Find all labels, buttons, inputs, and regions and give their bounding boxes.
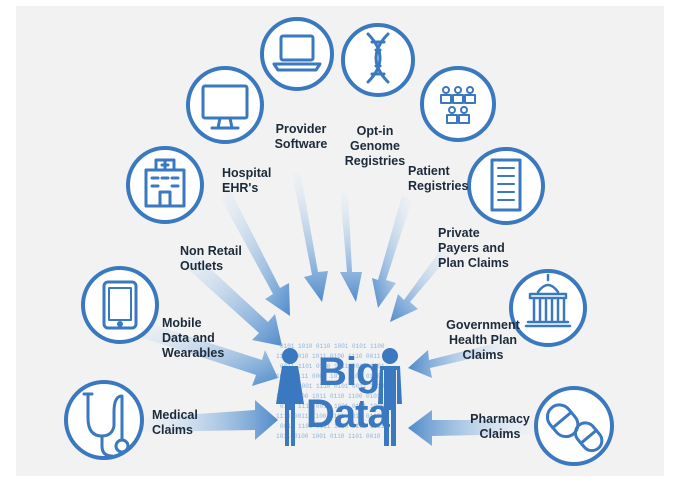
svg-text:1011 0100 1001 0110 1101 0010: 1011 0100 1001 0110 1101 0010 [276,433,381,440]
female-figure-icon [276,348,304,446]
stethoscope-icon [82,392,130,458]
label-pharmacy-claims: Pharmacy Claims [470,412,530,441]
label-private-payers: Private Payers and Plan Claims [438,226,509,270]
circle-genome [341,23,415,97]
dna-icon [366,32,390,84]
circle-medical-claims [64,380,144,460]
svg-text:0010 1101 0111 1010 0100 1011: 0010 1101 0111 1010 0100 1011 [280,423,385,430]
svg-text:1010 0111 0001 1010 1101 0100: 1010 0111 0001 1010 1101 0100 [276,373,381,380]
monitor-icon [201,84,249,130]
circle-private-payers [467,147,545,225]
svg-text:0101 1110 0010 1001 0111 1000: 0101 1110 0010 1001 0111 1000 [280,403,385,410]
label-hospital-ehr: Hospital EHR's [222,166,272,195]
arrow-private-payers [390,248,450,322]
label-government-health: Government Health Plan Claims [446,318,520,362]
circle-provider-software [260,17,334,91]
big-data-title-line2: Data [306,392,390,436]
arrow-medical-claims [140,400,278,440]
pills-icon [545,403,604,453]
binary-background: 0101 1010 0110 1001 0101 1100 1101 0010 … [276,343,385,440]
label-non-retail: Non Retail Outlets [180,244,242,273]
svg-text:0101 1010 0110 1001 0101 1100: 0101 1010 0110 1001 0101 1100 [280,343,385,350]
arrows [140,170,535,446]
big-data-title-line1: Big [318,350,380,394]
svg-text:1101 0010 1011 0100 1110 0011: 1101 0010 1011 0100 1110 0011 [276,353,381,360]
label-mobile-data: Mobile Data and Wearables [162,316,225,360]
circle-mobile-data [81,266,159,344]
patients-group-icon [440,86,476,124]
office-tower-icon [490,158,522,212]
arrow-patient-registries [372,196,412,308]
label-genome-registries: Opt-in Genome Registries [344,124,406,168]
arrow-provider-software [292,170,328,302]
circle-hospital-ehr [186,66,264,144]
capitol-building-icon [524,273,572,328]
arrow-government [408,340,510,378]
arrow-hospital-ehr [220,190,290,316]
hospital-building-icon [144,158,186,208]
arrow-non-retail [180,250,282,346]
svg-text:1110 0011 1100 0101 1010 0110: 1110 0011 1100 0101 1010 0110 [276,413,381,420]
label-patient-registries: Patient Registries [408,164,469,193]
tablet-icon [102,280,138,330]
arrow-mobile-data [140,322,278,386]
circle-pharmacy [534,386,614,466]
svg-text:0011 1101 0100 1011 0010 1101: 0011 1101 0100 1011 0010 1101 [280,363,385,370]
svg-text:0110 1001 1110 0101 0011 1010: 0110 1001 1110 0101 0011 1010 [280,383,385,390]
svg-text:1001 0100 1011 0110 1100 0101: 1001 0100 1011 0110 1100 0101 [276,393,381,400]
label-medical-claims: Medical Claims [152,408,198,437]
arrow-genome [340,190,362,302]
laptop-icon [272,34,322,72]
male-figure-icon [378,348,402,446]
label-provider-software: Provider Software [274,122,328,151]
bottom-margin [0,476,674,489]
arrow-pharmacy [408,410,535,446]
